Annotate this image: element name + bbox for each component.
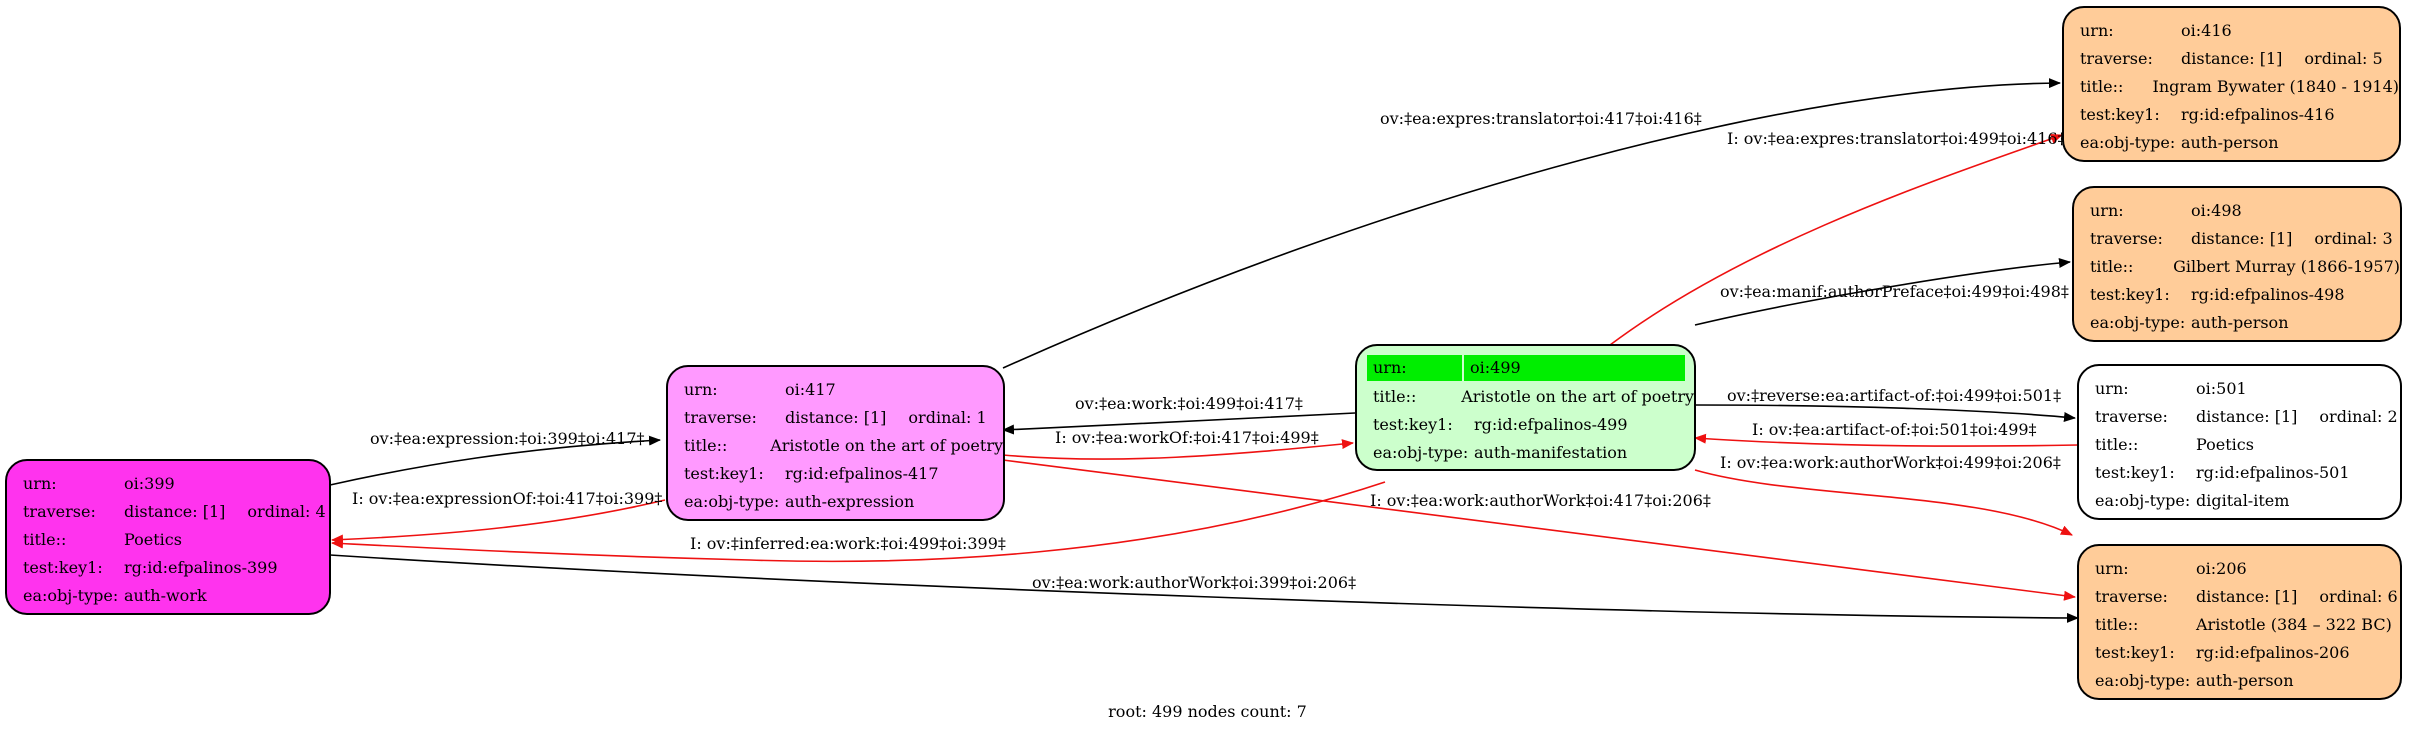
edge-501-499-artifact	[1694, 433, 2079, 447]
node-row-title: title::Aristotle on the art of poetry	[684, 435, 1003, 455]
node-row-traverse: traverse:distance: [1]ordinal: 3	[2090, 228, 2393, 248]
edge-label-e5: I: ov:‡inferred:ea:work:‡oi:499‡oi:399‡	[690, 534, 1006, 553]
node-row-key: test:key1:rg:id:efpalinos-399	[23, 557, 278, 577]
node-row-type: ea:obj-type:auth-person	[2090, 312, 2289, 332]
node-row-type: ea:obj-type:auth-expression	[684, 491, 915, 511]
node-oi-206[interactable]: urn:oi:206 traverse:distance: [1]ordinal…	[2077, 544, 2402, 700]
node-row-traverse: traverse:distance: [1]ordinal: 1	[684, 407, 987, 427]
edge-499-416-translator	[1609, 133, 2063, 346]
edge-499-501-reverse-artifact	[1694, 404, 2076, 422]
edge-label-e13: I: ov:‡ea:work:authorWork‡oi:499‡oi:206‡	[1720, 453, 2061, 472]
edge-499-399-inferred-work	[331, 481, 1386, 563]
edge-417-399-expressionof	[331, 499, 666, 545]
node-row-type: ea:obj-type:auth-work	[23, 585, 207, 605]
edge-label-e10: ov:‡ea:manif:authorPreface‡oi:499‡oi:498…	[1720, 282, 2069, 301]
node-row-key: test:key1:rg:id:efpalinos-417	[684, 463, 939, 483]
node-row-title: title::Aristotle on the art of poetry	[1373, 386, 1694, 406]
node-oi-499-root[interactable]: urn:oi:499 title::Aristotle on the art o…	[1355, 344, 1696, 471]
edge-label-e3: ov:‡ea:work:‡oi:499‡oi:417‡	[1075, 394, 1303, 413]
edge-label-e7: I: ov:‡ea:work:authorWork‡oi:417‡oi:206‡	[1370, 491, 1711, 510]
node-row-urn: urn:oi:416	[2080, 20, 2232, 40]
node-row-title: title::Gilbert Murray (1866-1957)	[2090, 256, 2400, 276]
edge-label-e4: I: ov:‡ea:workOf:‡oi:417‡oi:499‡	[1055, 428, 1319, 447]
edge-417-499-workof	[1002, 439, 1354, 460]
node-oi-416[interactable]: urn:oi:416 traverse:distance: [1]ordinal…	[2062, 6, 2401, 162]
node-oi-501[interactable]: urn:oi:501 traverse:distance: [1]ordinal…	[2077, 364, 2402, 520]
edge-label-e9: I: ov:‡ea:expres:translator‡oi:499‡oi:41…	[1727, 129, 2066, 148]
edge-499-417-work	[1002, 412, 1356, 435]
node-row-title: title::Poetics	[2095, 434, 2254, 454]
edge-399-417-expression	[329, 435, 661, 486]
node-row-urn: urn:oi:498	[2090, 200, 2242, 220]
edge-label-e8: ov:‡ea:expres:translator‡oi:417‡oi:416‡	[1380, 109, 1702, 128]
node-row-key: test:key1:rg:id:efpalinos-499	[1373, 414, 1628, 434]
node-row-key: test:key1:rg:id:efpalinos-501	[2095, 462, 2350, 482]
edge-label-e11: ov:‡reverse:ea:artifact-of:‡oi:499‡oi:50…	[1727, 386, 2061, 405]
node-row-title: title::Poetics	[23, 529, 182, 549]
node-row-urn-highlight: urn:oi:499	[1367, 354, 1694, 382]
node-row-traverse: traverse:distance: [1]ordinal: 2	[2095, 406, 2398, 426]
node-row-type: ea:obj-type:auth-person	[2080, 132, 2279, 152]
node-oi-399[interactable]: urn:oi:399 traverse:distance: [1]ordinal…	[5, 459, 331, 615]
node-row-key: test:key1:rg:id:efpalinos-206	[2095, 642, 2350, 662]
edge-417-416-translator	[1002, 78, 2061, 369]
node-oi-498[interactable]: urn:oi:498 traverse:distance: [1]ordinal…	[2072, 186, 2402, 342]
node-row-title: title::Aristotle (384 – 322 BC)	[2095, 614, 2392, 634]
node-row-urn: urn:oi:417	[684, 379, 836, 399]
edge-label-e6: ov:‡ea:work:authorWork‡oi:399‡oi:206‡	[1032, 573, 1356, 592]
node-oi-417[interactable]: urn:oi:417 traverse:distance: [1]ordinal…	[666, 365, 1005, 521]
node-row-type: ea:obj-type:auth-manifestation	[1373, 442, 1628, 462]
graph-footer-status: root: 499 nodes count: 7	[1108, 702, 1307, 721]
node-row-title: title::Ingram Bywater (1840 - 1914)	[2080, 76, 2399, 96]
edge-499-498-authorpreface	[1694, 257, 2071, 326]
node-row-urn: urn:oi:206	[2095, 558, 2247, 578]
edge-label-e1: ov:‡ea:expression:‡oi:399‡oi:417‡	[370, 429, 645, 448]
node-row-urn: urn:oi:501	[2095, 378, 2247, 398]
node-row-type: ea:obj-type:auth-person	[2095, 670, 2294, 690]
edge-label-e2: I: ov:‡ea:expressionOf:‡oi:417‡oi:399‡	[352, 489, 662, 508]
node-row-urn: urn:oi:399	[23, 473, 175, 493]
edge-label-e12: I: ov:‡ea:artifact-of:‡oi:501‡oi:499‡	[1752, 420, 2037, 439]
node-row-traverse: traverse:distance: [1]ordinal: 5	[2080, 48, 2383, 68]
node-row-traverse: traverse:distance: [1]ordinal: 4	[23, 501, 326, 521]
node-row-type: ea:obj-type:digital-item	[2095, 490, 2290, 510]
edge-399-206-authorwork	[329, 554, 2079, 623]
node-row-key: test:key1:rg:id:efpalinos-498	[2090, 284, 2345, 304]
edge-499-206-authorwork	[1694, 469, 2073, 536]
node-row-traverse: traverse:distance: [1]ordinal: 6	[2095, 586, 2398, 606]
node-row-key: test:key1:rg:id:efpalinos-416	[2080, 104, 2335, 124]
